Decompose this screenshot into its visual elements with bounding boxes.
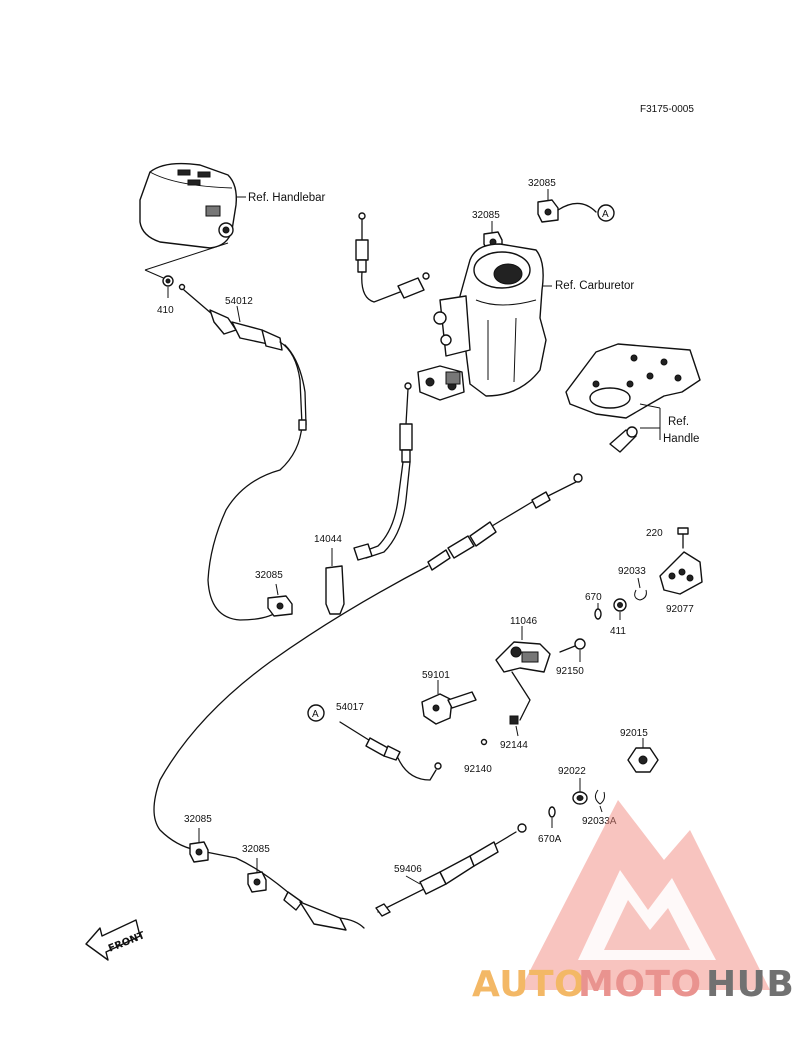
ref-handle-line1: Ref. [668,416,689,428]
part-670-label: 670 [585,592,602,603]
part-11046-label: 11046 [510,616,538,627]
svg-text:A: A [312,709,319,720]
part-92033-label: 92033 [618,566,646,577]
figure-code: F3175-0005 [640,104,694,115]
clip-92033A [594,789,605,813]
part-32085-b2-label: 32085 [242,844,270,855]
part-410-nut [162,275,174,298]
washer-92022 [572,778,588,805]
clamp-32085-left [267,583,293,617]
part-92077-label: 92077 [666,604,694,615]
washer-670 [594,603,602,620]
nut-92015 [627,738,659,773]
bolt-220 [677,527,689,549]
ref-carburetor-label: Ref. Carburetor [555,280,634,292]
logo-hub-text: HUB [706,964,794,1005]
part-14044-label: 14044 [314,534,342,545]
ref-handle-line2: Handle [663,433,699,445]
handle-pin [609,403,661,453]
lever-11046 [495,626,551,721]
automotohub-logo: AUTO MOTO HUB [472,800,794,1005]
marker-a-top: A [597,204,615,222]
part-410-label: 410 [157,305,174,316]
part-32085-top-label: 32085 [528,178,556,189]
front-arrow-icon: FRONT [85,919,147,961]
part-32085-left-label: 32085 [255,570,283,581]
part-92022-label: 92022 [558,766,586,777]
part-411-label: 411 [610,626,626,637]
part-92033A-label: 92033A [582,816,617,827]
screw-92144 [509,715,519,737]
logo-auto-text: AUTO [472,964,585,1005]
ref-handlebar-label: Ref. Handlebar [248,192,326,204]
bracket-92077 [659,551,703,595]
cable-54017 [339,721,442,781]
pin-92140 [480,738,488,746]
part-92150-label: 92150 [556,666,584,677]
lever-59101 [421,680,477,725]
part-59101-label: 59101 [422,670,450,681]
nut-411 [613,598,627,620]
part-32085-b1-label: 32085 [184,814,212,825]
part-92140-label: 92140 [464,764,492,775]
part-59406-label: 59406 [394,864,422,875]
logo-moto-text: MOTO [578,964,702,1005]
cable-59406 [375,823,527,917]
bolt-92150 [559,638,586,662]
part-54012-label: 54012 [225,296,253,307]
part-14044 [325,548,345,615]
main-control-cable [153,473,583,931]
handlebar-housing [139,162,246,249]
clamp-32085-bottom2 [247,858,267,893]
part-670A-label: 670A [538,834,562,845]
part-54017-label: 54017 [336,702,364,713]
clip-92033 [634,577,647,601]
svg-text:A: A [602,209,609,220]
part-220-label: 220 [646,528,663,539]
handle-plate [565,343,701,419]
washer-670A [548,806,556,828]
part-92015-label: 92015 [620,728,648,739]
handlebar-leader [144,242,229,271]
choke-cable-upper [355,212,430,303]
cable-14044 [353,382,413,561]
clamp-32085-top2 [537,189,597,223]
marker-a-bottom: A [307,704,325,722]
part-92144-label: 92144 [500,740,528,751]
part-32085-top2-label: 32085 [472,210,500,221]
clamp-32085-bottom1 [189,828,209,863]
throttle-cable-54012 [178,283,307,621]
carburetor-body [417,243,547,401]
